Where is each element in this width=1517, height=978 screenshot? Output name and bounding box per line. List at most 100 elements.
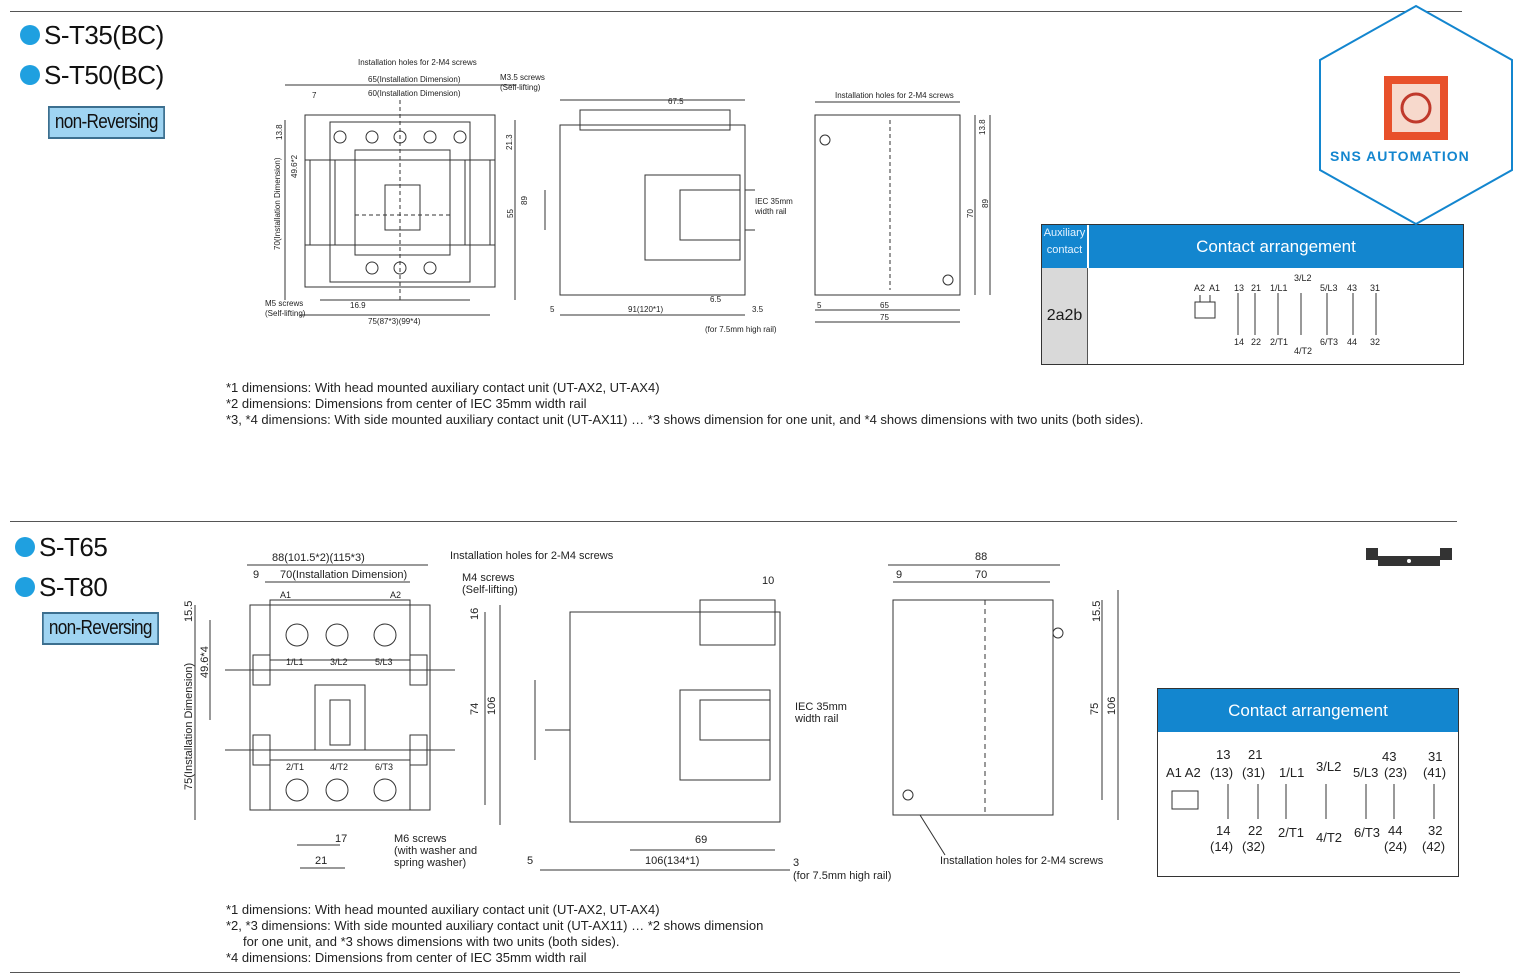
s2-back-dim-9: 9 (896, 569, 902, 581)
s2-m6c: spring washer) (394, 857, 466, 869)
s1-rail-note: (for 7.5mm high rail) (705, 325, 777, 334)
s1-front-top-note: Installation holes for 2-M4 screws (358, 58, 477, 67)
s1-dim-7: 7 (312, 91, 317, 100)
middle-divider (10, 521, 1457, 522)
logo-hexagon-icon (1319, 4, 1513, 226)
s1-m35b: (Self-lifting) (500, 83, 541, 92)
s2-contact-table: Contact arrangement 13 21 43 31 A1 A2 (1… (1157, 688, 1459, 877)
s2-dim-88: 88(101.5*2)(115*3) (272, 552, 365, 564)
s2-rail: IEC 35mm (795, 701, 847, 713)
s1-dim-213: 21.3 (505, 134, 514, 150)
s1-dim-55: 55 (506, 209, 515, 218)
s1-dim-60: 60(Installation Dimension) (368, 89, 461, 98)
s2-side-dim-10: 10 (762, 575, 774, 587)
s1-m5b: (Self-lifting) (265, 309, 306, 318)
s2-side-dim-5: 5 (527, 855, 533, 867)
s2-dim-4964: 49.6*4 (199, 646, 211, 678)
s2-back-body (892, 599, 1054, 816)
s2-m4: M4 screws (462, 572, 515, 584)
s2-m4b: (Self-lifting) (462, 584, 518, 596)
s1-dim-675: 67.5 (668, 97, 684, 106)
s1-rail2: width rail (754, 207, 787, 216)
s2-dim-75i: 75(Installation Dimension) (183, 663, 195, 790)
s2-front-body (249, 604, 431, 811)
logo-text: SNS AUTOMATION (1330, 148, 1470, 164)
top-divider (10, 11, 1462, 12)
s2-dim-16: 16 (469, 608, 481, 620)
s2-holes: Installation holes for 2-M4 screws (450, 550, 614, 562)
s2-back-holes: Installation holes for 2-M4 screws (940, 855, 1104, 867)
non-reversing-badge: non-Reversing (48, 106, 165, 139)
s1-back-body (814, 114, 961, 296)
model-s-t65: S-T65 (15, 532, 108, 563)
s1-rail: IEC 35mm (755, 197, 793, 206)
s2-dim-155: 15.5 (183, 601, 195, 622)
s1-back-dim-65: 65 (880, 301, 889, 310)
sns-automation-logo: SNS AUTOMATION (1318, 4, 1514, 226)
non-reversing-badge-2: non-Reversing (42, 612, 159, 645)
s1-side-body (559, 124, 746, 296)
s2-t3l2: 3/L2 (330, 657, 348, 667)
s2-side-dim-3: 3 (793, 857, 799, 869)
s1-back-dim-5: 5 (817, 301, 822, 310)
s2-back-dim-106: 106 (1106, 697, 1118, 715)
s1-contact-diagram (1194, 293, 1377, 335)
s2-a2: A2 (390, 590, 401, 600)
s1-back-dim-89: 89 (981, 199, 990, 208)
s2-t2t1: 2/T1 (286, 762, 304, 772)
s2-rail2: width rail (794, 713, 838, 725)
s2-dim-17: 17 (335, 833, 347, 845)
bottom-divider (10, 972, 1460, 973)
s2-rail-note: (for 7.5mm high rail) (793, 870, 891, 882)
s2-contact-title: Contact arrangement (1158, 689, 1458, 732)
s1-dim-65: 65(Installation Dimension) (368, 75, 461, 84)
model-s-t50: S-T50(BC) (20, 60, 164, 91)
s1-back-dim-70: 70 (966, 209, 975, 218)
s2-t6t3: 6/T3 (375, 762, 393, 772)
s2-back-dim-88: 88 (975, 551, 987, 563)
s1-dim-138: 13.8 (275, 124, 284, 140)
bullet-icon (20, 65, 40, 85)
model-s-t35: S-T35(BC) (20, 20, 164, 51)
s1-dim-4962: 49.6*2 (290, 154, 299, 178)
s2-side-dim-106: 106(134*1) (645, 855, 699, 867)
s2-t4t2: 4/T2 (330, 762, 348, 772)
bullet-icon (15, 537, 35, 557)
model-s-t80: S-T80 (15, 572, 108, 603)
bullet-icon (20, 25, 40, 45)
s1-dim-75: 75(87*3)(99*4) (368, 317, 421, 326)
s2-back-dim-155: 15.5 (1091, 601, 1103, 622)
s1-back-dim-138: 13.8 (978, 119, 987, 135)
s2-side-dim-69: 69 (695, 834, 707, 846)
s1-notes: *1 dimensions: With head mounted auxilia… (226, 380, 1144, 427)
s1-m35: M3.5 screws (500, 73, 545, 82)
s1-contact-table: Auxiliary contact Contact arrangement 2a… (1041, 224, 1464, 365)
s2-notes: *1 dimensions: With head mounted auxilia… (226, 902, 764, 965)
s2-m6b: (with washer and (394, 845, 477, 857)
s2-dim-106: 106 (486, 697, 498, 715)
s2-back-dim-70: 70 (975, 569, 987, 581)
s1-dim-65s: 6.5 (710, 295, 722, 304)
s1-back-dim-75: 75 (880, 313, 889, 322)
s1-dim-91: 91(120*1) (628, 305, 663, 314)
s1-contact-code: 2a2b (1042, 268, 1088, 364)
s1-dim-70: 70(Installation Dimension) (273, 157, 282, 250)
s1-contact-title: Contact arrangement (1089, 225, 1463, 268)
s2-dim-74: 74 (469, 703, 481, 715)
s2-dim-9: 9 (253, 569, 259, 581)
s2-dim-70: 70(Installation Dimension) (280, 569, 407, 581)
s2-dim-21: 21 (315, 855, 327, 867)
s2-a1: A1 (280, 590, 291, 600)
s1-aux-header: Auxiliary contact (1042, 225, 1089, 268)
s1-back-top-note: Installation holes for 2-M4 screws (835, 91, 954, 100)
s1-dim-169: 16.9 (350, 301, 366, 310)
bullet-icon (15, 577, 35, 597)
s2-side-body (569, 611, 781, 823)
s2-contact-diagram (1171, 784, 1435, 819)
s2-m6: M6 screws (394, 833, 447, 845)
s1-m5: M5 screws (265, 299, 303, 308)
s2-t5l3: 5/L3 (375, 657, 393, 667)
s2-t1l1: 1/L1 (286, 657, 304, 667)
s2-back-dim-75: 75 (1089, 703, 1101, 715)
s1-dim-35: 3.5 (752, 305, 764, 314)
